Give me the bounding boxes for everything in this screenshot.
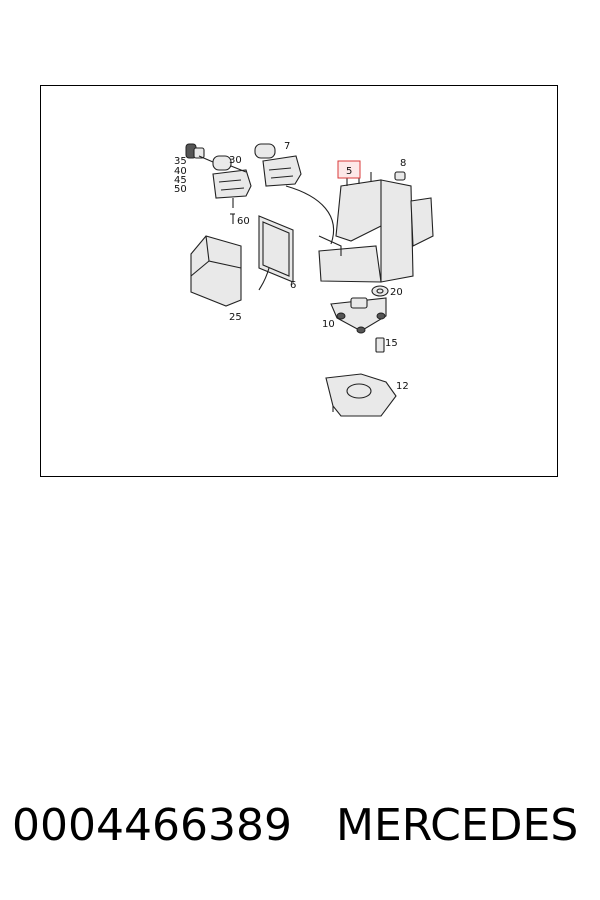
callout-6: 6 [290,280,296,291]
callout-45: 45 [174,175,187,186]
bolt-part-15 [375,337,385,353]
screw-part-60 [230,213,235,224]
connector-part-30 [212,155,252,208]
grommet-part-20 [371,285,389,297]
callout-8: 8 [400,158,406,169]
callout-30: 30 [229,155,242,166]
brand-name: MERCEDES [336,800,579,851]
parts-diagram-frame: 35 40 45 50 30 7 5 8 60 6 25 20 10 15 12 [40,85,558,477]
callout-50: 50 [174,184,187,195]
callout-10: 10 [322,319,335,330]
callout-60: 60 [237,216,250,227]
callout-20: 20 [390,287,403,298]
mount-part-10 [330,297,387,334]
cover-part-25 [190,235,242,307]
part-number: 0004466389 [12,800,292,851]
exploded-parts-diagram: 35 40 45 50 30 7 5 8 60 6 25 20 10 15 12 [174,141,434,417]
callout-15: 15 [385,338,398,349]
callout-5: 5 [346,166,352,177]
circuit-board-part-6 [258,215,294,291]
plug-part-8 [394,171,406,181]
bracket-part-12 [325,373,397,417]
callout-40: 40 [174,166,187,177]
callout-12: 12 [396,381,409,392]
callout-5-highlight [337,160,361,179]
connector-part-7 [254,143,302,187]
part-caption: 0004466389 MERCEDES [0,800,600,860]
fitting-part-35 [185,143,205,159]
callout-7: 7 [284,141,290,152]
hydraulic-unit-part-5 [318,172,434,283]
callout-35: 35 [174,156,187,167]
callout-25: 25 [229,312,242,323]
